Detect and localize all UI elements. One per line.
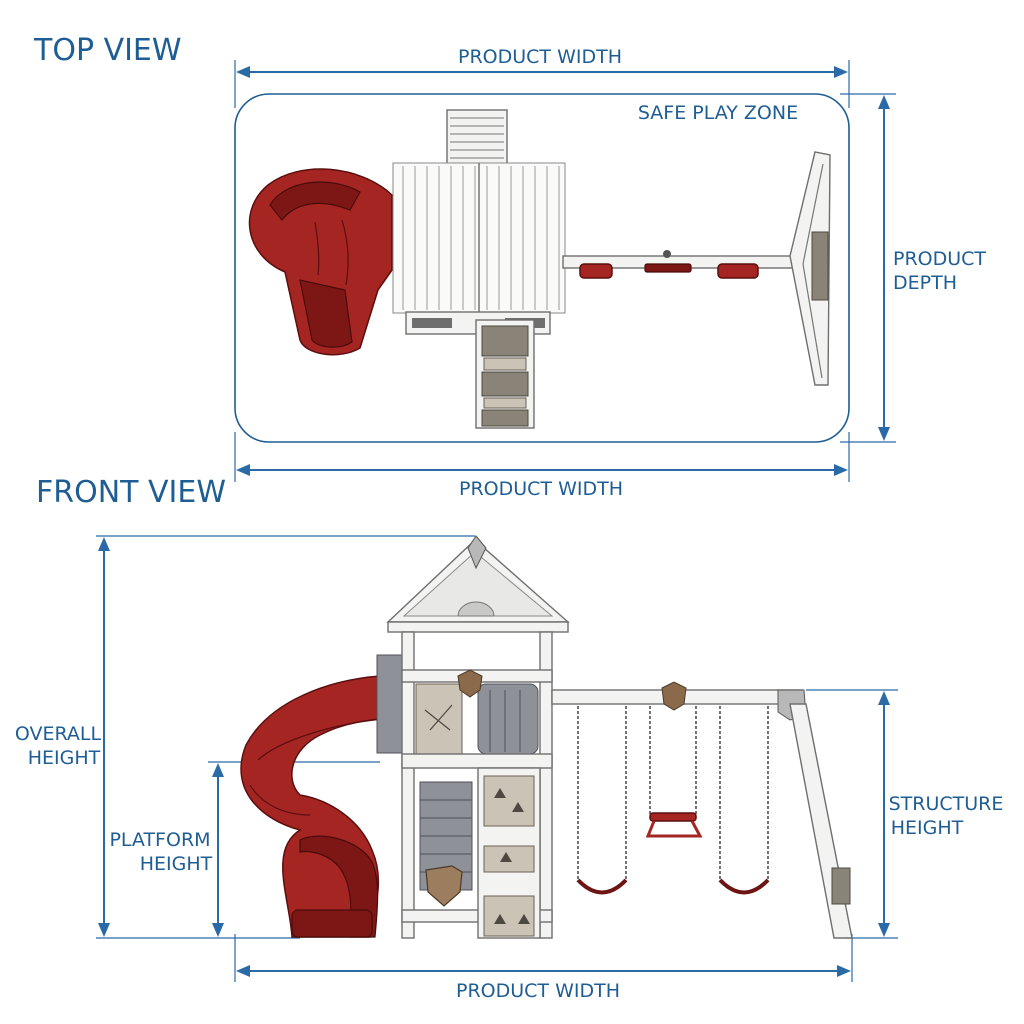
- top-depth-label-line2: DEPTH: [893, 272, 957, 294]
- playset-top-drawing: [248, 109, 831, 429]
- front-view: FRONT VIEW OVERALL HEIGHT PLATFORM HEIGH…: [15, 475, 1004, 1002]
- front-view-title: FRONT VIEW: [36, 475, 226, 510]
- front-swing-beam: [551, 681, 807, 721]
- top-width-label-top: PRODUCT WIDTH: [458, 46, 622, 68]
- platform-height-label-line2: HEIGHT: [140, 853, 213, 875]
- overall-height-dimension: OVERALL HEIGHT: [15, 535, 475, 939]
- top-width-dimension-top: PRODUCT WIDTH: [234, 46, 850, 108]
- front-tower-roof: [386, 535, 570, 633]
- front-width-dimension: PRODUCT WIDTH: [234, 934, 853, 1002]
- top-rock-wall: [475, 319, 535, 429]
- overall-height-label-line2: HEIGHT: [28, 747, 101, 769]
- top-view-title: TOP VIEW: [33, 33, 182, 68]
- structure-height-label-line1: STRUCTURE: [889, 793, 1004, 815]
- top-ladder-back: [446, 109, 508, 169]
- platform-height-dimension: PLATFORM HEIGHT: [109, 761, 380, 937]
- top-roof: [392, 162, 566, 335]
- top-width-label-bottom: PRODUCT WIDTH: [459, 478, 623, 500]
- top-view: TOP VIEW PRODUCT WIDTH SAFE PLAY ZONE PR…: [33, 33, 986, 500]
- structure-height-dimension: STRUCTURE HEIGHT: [806, 689, 1004, 939]
- top-spiral-slide: [248, 168, 393, 356]
- playset-front-drawing: [240, 535, 853, 939]
- front-a-frame-leg: [789, 703, 853, 939]
- top-width-dimension-bottom: PRODUCT WIDTH: [234, 432, 850, 500]
- top-depth-label-line1: PRODUCT: [893, 248, 986, 270]
- overall-height-label-line1: OVERALL: [15, 723, 102, 745]
- top-a-frame: [789, 151, 831, 386]
- front-tower: [401, 631, 553, 939]
- front-width-label: PRODUCT WIDTH: [456, 980, 620, 1002]
- top-swing-beam: [562, 250, 804, 279]
- front-spiral-slide: [240, 654, 404, 938]
- platform-height-label-line1: PLATFORM: [109, 829, 210, 851]
- front-swings: [576, 706, 770, 895]
- safe-play-zone-label: SAFE PLAY ZONE: [638, 102, 798, 124]
- structure-height-label-line2: HEIGHT: [891, 817, 964, 839]
- safe-play-zone-outline: [234, 93, 850, 443]
- top-depth-dimension: PRODUCT DEPTH: [840, 93, 986, 443]
- front-rock-wall: [477, 767, 541, 939]
